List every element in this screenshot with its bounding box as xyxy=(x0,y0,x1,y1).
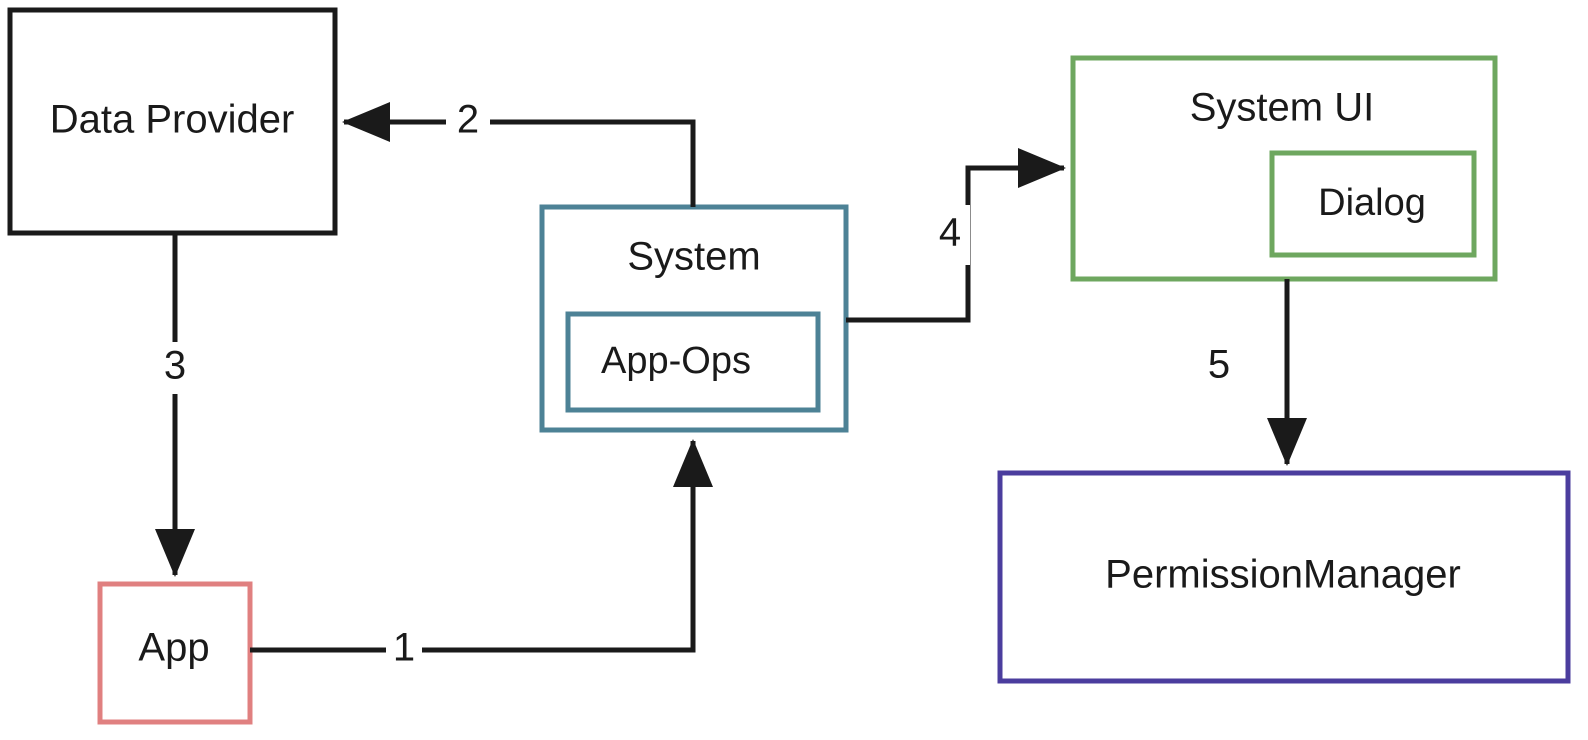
system-ui-label: System UI xyxy=(1190,86,1374,130)
app-ops-box[interactable] xyxy=(565,311,821,413)
edge-4-label: 4 xyxy=(939,211,961,255)
app-ops-label: App-Ops xyxy=(601,340,751,382)
edge-5-system-ui-to-permission-manager: 5 xyxy=(1208,279,1307,467)
edge-2-path xyxy=(341,102,696,207)
node-dialog[interactable]: Dialog xyxy=(1269,150,1477,258)
dialog-box[interactable] xyxy=(1269,150,1477,258)
node-permission-manager[interactable]: PermissionManager xyxy=(997,470,1571,684)
node-app[interactable]: App xyxy=(97,581,253,725)
edge-4-label-bg xyxy=(930,205,970,265)
node-data-provider[interactable]: Data Provider xyxy=(7,7,338,236)
permission-manager-label: PermissionManager xyxy=(1105,553,1461,597)
edge-3-label-bg xyxy=(156,342,194,394)
permission-manager-box[interactable] xyxy=(997,470,1571,684)
edge-1-label-bg xyxy=(386,627,422,673)
app-box[interactable] xyxy=(97,581,253,725)
edge-2-label: 2 xyxy=(457,98,479,142)
app-label: App xyxy=(138,626,209,670)
edge-2-label-bg xyxy=(446,99,490,145)
system-label: System xyxy=(627,235,760,279)
node-app-ops[interactable]: App-Ops xyxy=(565,311,821,413)
dialog-label: Dialog xyxy=(1318,182,1426,224)
edge-4-system-to-system-ui: 4 xyxy=(846,148,1067,323)
edge-3-label: 3 xyxy=(164,344,186,388)
edge-5-label: 5 xyxy=(1208,343,1230,387)
edge-2-system-to-data-provider: 2 xyxy=(341,98,696,207)
edge-3-data-provider-to-app: 3 xyxy=(155,233,195,578)
edge-1-app-to-system: 1 xyxy=(250,438,713,673)
edge-1-label: 1 xyxy=(393,626,415,670)
data-provider-label: Data Provider xyxy=(50,98,295,142)
data-provider-box[interactable] xyxy=(7,7,338,236)
edge-1-path xyxy=(250,438,713,653)
